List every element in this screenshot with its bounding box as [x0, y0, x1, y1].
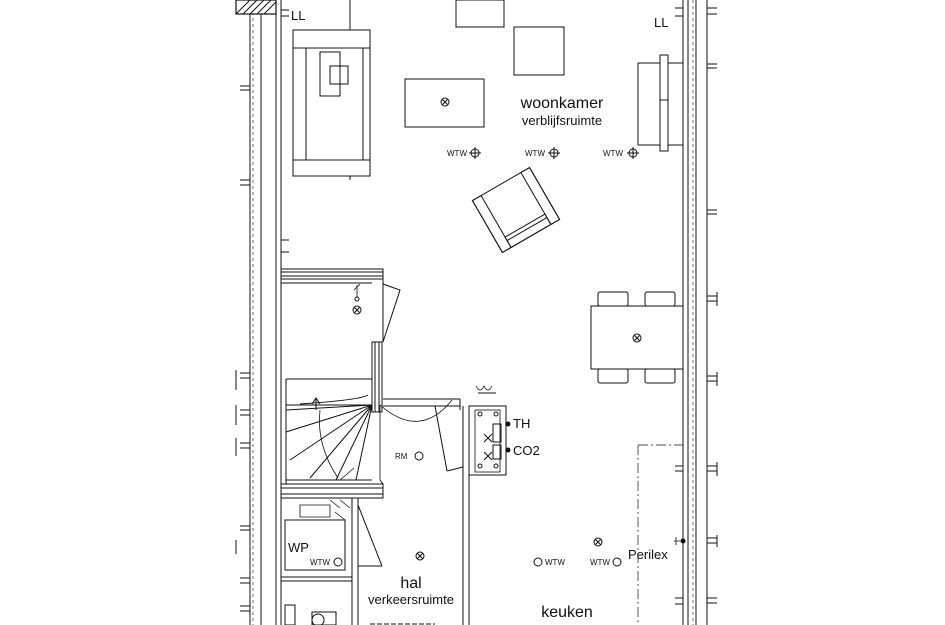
light-outlet-keuken — [593, 537, 603, 547]
light-outlet-stair — [352, 305, 362, 315]
label-ll-right: LL — [654, 15, 668, 30]
room-function-woonkamer: verblijfsruimte — [522, 113, 602, 128]
label-wtw-hal: WTW — [310, 558, 330, 567]
label-wtw-3: WTW — [603, 149, 623, 158]
label-ll-left: LL — [291, 8, 305, 23]
room-name-woonkamer: woonkamer — [520, 95, 604, 112]
living-furniture — [292, 0, 684, 254]
inner-walls — [280, 268, 683, 625]
electrical-symbols — [333, 97, 686, 567]
label-wtw-keuken-2: WTW — [590, 558, 610, 567]
room-name-hal: hal — [400, 575, 421, 592]
wtw-valve-1 — [469, 147, 481, 159]
heat-pump — [284, 499, 435, 625]
doors — [357, 283, 464, 567]
room-function-hal: verkeersruimte — [368, 592, 454, 607]
wtw-valve-2 — [548, 147, 560, 159]
label-perilex: Perilex — [628, 547, 668, 562]
left-exterior-wall — [235, 0, 289, 625]
label-wtw-2: WTW — [525, 149, 545, 158]
label-wtw-keuken-1: WTW — [545, 558, 565, 567]
light-outlet-dining — [632, 333, 642, 343]
label-rm: RM — [395, 452, 408, 461]
light-outlet-coffee-table — [440, 97, 450, 107]
meter-cupboard — [468, 385, 507, 476]
label-th: TH — [513, 416, 530, 431]
staircase — [285, 378, 373, 484]
room-name-keuken: keuken — [541, 604, 593, 621]
label-wp: WP — [288, 540, 309, 555]
label-wtw-1: WTW — [447, 149, 467, 158]
label-co2: CO2 — [513, 443, 540, 458]
light-outlet-hal — [415, 551, 425, 561]
wtw-valve-3 — [627, 147, 639, 159]
